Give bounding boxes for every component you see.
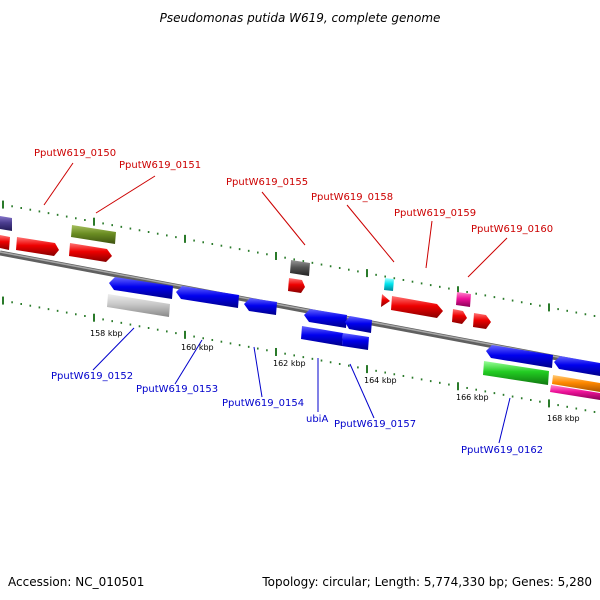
- gene-red-arrow[interactable]: [452, 309, 467, 324]
- outer-tick-row: [2, 200, 596, 317]
- gene-orange[interactable]: [552, 375, 600, 392]
- gene-blue-arrow[interactable]: [109, 277, 173, 299]
- scale-label: 164 kbp: [364, 376, 397, 385]
- gene-red-arrow[interactable]: [381, 294, 390, 307]
- forward-genes: [0, 216, 491, 329]
- inner-tick-row: [2, 296, 596, 413]
- scale-label: 158 kbp: [90, 329, 123, 338]
- gene-label[interactable]: PputW619_0153: [136, 384, 218, 395]
- gene-label[interactable]: PputW619_0157: [334, 419, 416, 430]
- gene-red-arrow[interactable]: [473, 313, 491, 329]
- reverse-callouts: [92, 327, 511, 444]
- gene-label[interactable]: PputW619_0158: [311, 192, 393, 203]
- gene-label[interactable]: PputW619_0155: [226, 177, 308, 188]
- map-title: Pseudomonas putida W619, complete genome: [160, 11, 441, 25]
- scale-labels: 158 kbp 160 kbp 162 kbp 164 kbp 166 kbp …: [90, 329, 580, 423]
- gene-label[interactable]: ubiA: [306, 414, 328, 425]
- gene-cyan[interactable]: [384, 278, 394, 291]
- gene-label[interactable]: PputW619_0152: [51, 371, 133, 382]
- forward-callouts: [43, 162, 508, 278]
- gene-blue[interactable]: [301, 326, 343, 346]
- gene-blue-arrow[interactable]: [176, 286, 239, 308]
- gene-blue-arrow[interactable]: [244, 298, 277, 315]
- gene-label[interactable]: PputW619_0162: [461, 445, 543, 456]
- gene-magenta[interactable]: [550, 385, 600, 400]
- gene-red-arrow[interactable]: [391, 296, 443, 318]
- gene-red-arrow[interactable]: [288, 278, 305, 293]
- gene-red-arrow[interactable]: [0, 235, 10, 250]
- scale-label: 166 kbp: [456, 393, 489, 402]
- reverse-gene-labels: PputW619_0152 PputW619_0153 PputW619_015…: [51, 371, 543, 456]
- gene-blue-arrow[interactable]: [486, 345, 553, 368]
- gene-purple[interactable]: [0, 216, 12, 231]
- accession-text: Accession: NC_010501: [8, 575, 144, 589]
- gene-blue-arrow[interactable]: [554, 356, 600, 376]
- genome-summary-text: Topology: circular; Length: 5,774,330 bp…: [261, 575, 592, 589]
- gene-red-arrow[interactable]: [16, 237, 59, 256]
- gene-magenta[interactable]: [456, 292, 471, 307]
- reverse-genes: [107, 277, 600, 400]
- gene-label[interactable]: PputW619_0151: [119, 160, 201, 171]
- gene-blue[interactable]: [342, 333, 369, 350]
- gene-label[interactable]: PputW619_0154: [222, 398, 304, 409]
- gene-label[interactable]: PputW619_0150: [34, 148, 116, 159]
- gene-gray[interactable]: [290, 260, 310, 276]
- gene-blue-arrow[interactable]: [345, 316, 372, 333]
- gene-silver[interactable]: [107, 294, 170, 317]
- gene-blue-arrow[interactable]: [304, 309, 347, 328]
- gene-red-arrow[interactable]: [69, 243, 112, 262]
- gene-green[interactable]: [483, 361, 549, 385]
- scale-label: 160 kbp: [181, 343, 214, 352]
- scale-label: 168 kbp: [547, 414, 580, 423]
- scale-label: 162 kbp: [273, 359, 306, 368]
- gene-olive[interactable]: [71, 225, 116, 244]
- gene-label[interactable]: PputW619_0159: [394, 208, 476, 219]
- gene-label[interactable]: PputW619_0160: [471, 224, 553, 235]
- forward-gene-labels: PputW619_0150 PputW619_0151 PputW619_015…: [34, 148, 553, 235]
